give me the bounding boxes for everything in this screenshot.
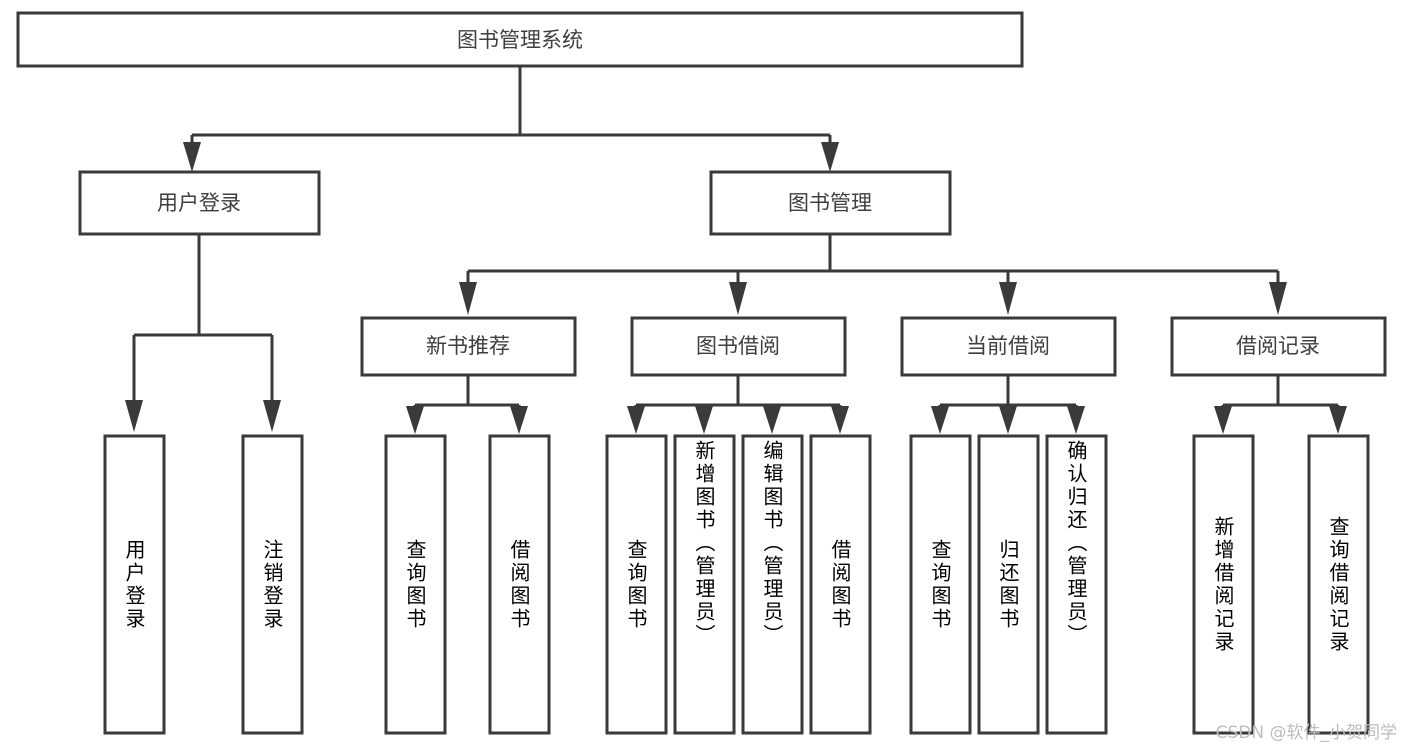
- node-leaf-return-book-label: 归还图书: [996, 538, 1020, 631]
- node-leaf-edit-book-label: 编辑图书（管理员）: [760, 440, 784, 647]
- node-root-label: 图书管理系统: [457, 28, 583, 52]
- node-borrow-record[interactable]: 借阅记录: [1170, 316, 1387, 377]
- node-root[interactable]: 图书管理系统: [16, 11, 1024, 68]
- node-current-borrow-box[interactable]: [900, 316, 1117, 377]
- arrow-head-leaf-confirm-return: [1067, 406, 1085, 434]
- node-leaf-user-login-label: 用户登录: [122, 538, 146, 631]
- arrow-head-book-borrow: [729, 282, 747, 315]
- node-leaf-borrow-book-1-label: 借阅图书: [507, 538, 531, 631]
- arrow-head-user-login: [183, 142, 201, 172]
- node-leaf-add-record-label: 新增借阅记录: [1211, 515, 1235, 654]
- node-leaf-query-book-1-label: 查询图书: [403, 538, 427, 631]
- node-leaf-confirm-return-label: 确认归还（管理员）: [1064, 440, 1088, 647]
- node-borrow-record-label: 借阅记录: [1236, 334, 1320, 358]
- node-leaf-add-record-box[interactable]: [1192, 434, 1255, 735]
- connectors: [125, 66, 1347, 434]
- node-book-manage[interactable]: 图书管理: [709, 170, 952, 236]
- arrow-head-leaf-logout: [263, 400, 281, 432]
- arrow-head-current-borrow: [999, 282, 1017, 315]
- arrow-head-leaf-query-book-1: [406, 406, 424, 434]
- arrow-head-leaf-query-book-3: [931, 406, 949, 434]
- node-leaf-edit-book-box[interactable]: [741, 434, 804, 735]
- node-leaf-confirm-return-box[interactable]: [1045, 434, 1108, 735]
- node-leaf-query-book-2-box[interactable]: [605, 434, 668, 735]
- arrow-head-leaf-query-record: [1329, 406, 1347, 434]
- node-leaf-user-login-box[interactable]: [103, 434, 166, 735]
- node-new-book-rec-box[interactable]: [360, 316, 577, 377]
- node-user-login-label: 用户登录: [157, 191, 241, 215]
- arrow-head-leaf-borrow-book-1: [510, 406, 528, 434]
- node-leaf-borrow-book-2-label: 借阅图书: [828, 538, 852, 631]
- node-borrow-record-box[interactable]: [1170, 316, 1387, 377]
- node-current-borrow[interactable]: 当前借阅: [900, 316, 1117, 377]
- node-user-login[interactable]: 用户登录: [78, 170, 321, 236]
- leaf-nodes: [103, 434, 1370, 735]
- node-book-manage-box[interactable]: [709, 170, 952, 236]
- node-leaf-add-book-label: 新增图书（管理员）: [692, 440, 716, 647]
- arrow-head-leaf-user-login: [125, 400, 143, 432]
- arrow-head-leaf-add-book: [695, 406, 713, 434]
- node-leaf-query-record-label: 查询借阅记录: [1326, 515, 1350, 654]
- node-leaf-add-book-box[interactable]: [673, 434, 736, 735]
- node-leaf-return-book-box[interactable]: [977, 434, 1040, 735]
- node-root-box[interactable]: [16, 11, 1024, 68]
- node-new-book-rec[interactable]: 新书推荐: [360, 316, 577, 377]
- node-leaf-logout-box[interactable]: [241, 434, 304, 735]
- node-book-borrow-box[interactable]: [630, 316, 847, 377]
- node-leaf-query-book-2-label: 查询图书: [624, 538, 648, 631]
- node-leaf-query-book-3-box[interactable]: [909, 434, 972, 735]
- node-current-borrow-label: 当前借阅: [966, 334, 1050, 358]
- leaf-labels: 用户登录 注销登录 查询图书 借阅图书 查询图书 新增图书（管理员）: [122, 440, 1350, 654]
- arrow-head-leaf-add-record: [1214, 406, 1232, 434]
- node-book-borrow[interactable]: 图书借阅: [630, 316, 847, 377]
- node-leaf-borrow-book-1-box[interactable]: [488, 434, 551, 735]
- arrow-head-leaf-edit-book: [763, 406, 781, 434]
- arrow-head-new-book-rec: [459, 282, 477, 315]
- arrow-head-book-manage: [821, 142, 839, 172]
- node-leaf-borrow-book-2-box[interactable]: [809, 434, 872, 735]
- arrow-head-borrow-record: [1269, 282, 1287, 315]
- node-new-book-rec-label: 新书推荐: [426, 334, 510, 358]
- node-book-manage-label: 图书管理: [788, 191, 872, 215]
- arrow-head-leaf-query-book-2: [627, 406, 645, 434]
- node-leaf-query-book-3-label: 查询图书: [928, 538, 952, 631]
- node-leaf-logout-label: 注销登录: [260, 538, 284, 631]
- node-leaf-query-record-box[interactable]: [1307, 434, 1370, 735]
- node-leaf-query-book-1-box[interactable]: [384, 434, 447, 735]
- arrow-head-leaf-borrow-book-2: [831, 406, 849, 434]
- node-book-borrow-label: 图书借阅: [696, 334, 780, 358]
- arrow-head-leaf-return-book: [999, 406, 1017, 434]
- node-user-login-box[interactable]: [78, 170, 321, 236]
